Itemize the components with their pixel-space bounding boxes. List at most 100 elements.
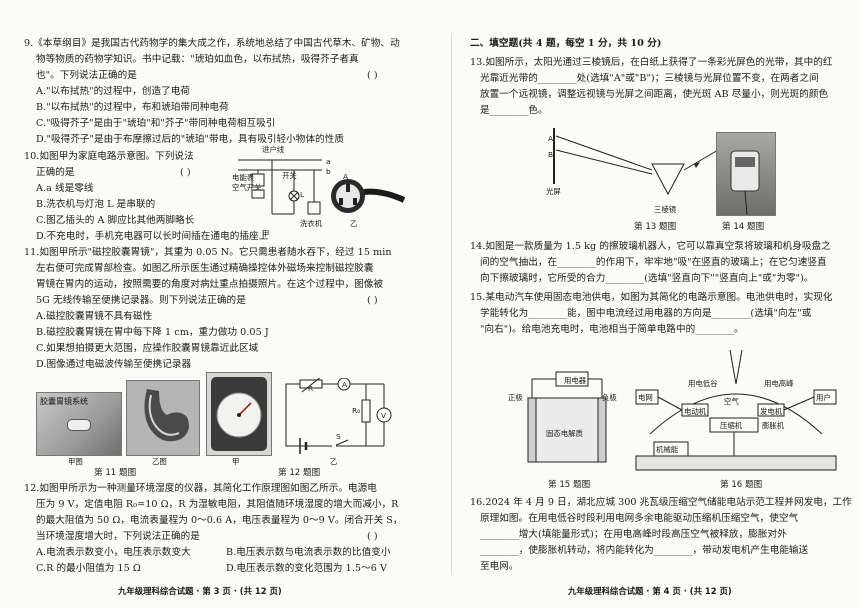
q9-option-b: B."以布拭热"的过程中，布和琥珀带同种电荷 [36, 102, 229, 113]
q12-label-voltmeter: V [381, 411, 387, 420]
q12-label-r0: R₀ [352, 406, 361, 415]
q11-caption-yi: 乙图 [152, 457, 167, 466]
q10-figure-circuit [238, 159, 322, 215]
left-column: 9.《本草纲目》是我国古代药物学的集大成之作，系统地总结了中国古代草木、矿物、动… [24, 38, 406, 596]
q10-line1: 10.如图甲为家庭电路示意图。下列说法 [24, 151, 194, 162]
q12-line4: 当环境湿度增大时，下列说法正确的是 [36, 531, 200, 542]
q12-label-ammeter: A [342, 380, 348, 389]
q15-label-positive: 正极 [508, 393, 523, 402]
q16-line3: ________增大(填能量形式)；在用电高峰时段高压空气被释放，膨胀对外 [480, 529, 787, 540]
q13-line2: 光靠近光带的________处(选填"A"或"B")；三棱镜与光屏位置不变，在两… [480, 73, 819, 84]
q10-label-plug-a: A [343, 172, 349, 181]
column-divider [451, 34, 452, 574]
section-title: 二、填空题(共 4 题，每空 1 分，共 10 分) [470, 38, 662, 49]
q15-line1: 15.某电动汽车使用固态电池供电，如图为其简化的电路示意图。电池供电时，实现化 [470, 292, 833, 303]
q11-option-c: C.如果想拍摄更大范围，应操作胶囊胃镜靠近此区域 [36, 343, 259, 354]
q16-line4: ________，使膨胀机转动，将内能转化为________，带动发电机产生电能… [480, 545, 809, 556]
q16-line2: 原理如图。在用电低谷时段利用电网多余电能驱动压缩机压缩空气，使空气 [480, 513, 799, 524]
q16-line1: 16.2024 年 4 月 9 日，湖北应城 300 兆瓦级压缩空气储能电站示范… [470, 497, 852, 508]
q11-caption-jia: 甲图 [68, 457, 83, 466]
q16-label-user: 用户 [816, 393, 831, 402]
q13-label-prism: 三棱镜 [654, 205, 677, 214]
q16-caption: 第 16 题图 [720, 480, 763, 490]
q11-option-d: D.图像通过电磁波传输至便携记录器 [36, 359, 192, 370]
q10-answer-paren: ( ) [180, 167, 191, 178]
q10-label-air-switch: 空气开关 [232, 183, 262, 192]
q12-option-c: C.R 的最小阻值为 15 Ω [36, 563, 141, 574]
q13-line3: 放置一个远视镜，调整远视镜与光屏之间距离，使光斑 AB 尽量小，则光斑的颜色 [480, 89, 829, 100]
q11-option-a: A.磁控胶囊胃镜不具有磁性 [36, 311, 153, 322]
q11-photo-stomach [126, 380, 200, 456]
q15-label-load: 用电器 [564, 376, 587, 385]
q13-label-b: B [548, 150, 554, 159]
q10-caption-yi: 乙 [350, 219, 358, 228]
q11-caption: 第 11 题图 [94, 468, 137, 478]
q10-option-a: A.a 线是零线 [36, 183, 94, 194]
q12-line2: 压为 9 V，定值电阻 R₀=10 Ω，R 为湿敏电阻，其阻值随环境湿度的增大而… [36, 499, 399, 510]
q16-label-motor: 电动机 [684, 407, 707, 416]
q9-answer-paren: ( ) [367, 70, 378, 81]
q9-option-c: C."吸得芥子"是由于"琥珀"和"芥子"带同种电荷相互吸引 [36, 118, 276, 129]
q11-option-b: B.磁控胶囊胃镜在胃中每下降 1 cm，重力做功 0.05 J [36, 327, 269, 338]
q14-line3: 向下擦玻璃时，它所受的合力________(选填"竖直向下""竖直向上"或"为零… [480, 273, 814, 284]
q9-line3: 也"。下列说法正确的是 [36, 70, 137, 81]
q10-label-meter: 电能表 [232, 173, 255, 182]
q13-line1: 13.如图所示，太阳光通过三棱镜后，在白纸上获得了一条彩光屏色的光带，其中的红 [470, 57, 833, 68]
q15-label-electrolyte: 固态电解质 [546, 429, 583, 438]
q10-label-b: b [326, 167, 331, 176]
q9-option-a: A."以布拭热"的过程中，创造了电荷 [36, 86, 191, 97]
q14-caption: 第 14 题图 [722, 222, 765, 232]
q10-option-d: D.不充电时，手机充电器可以长时间插在通电的插座上 [36, 231, 269, 242]
q11-line2: 左右便可完成胃部检查。如图乙所示医生通过精确操控体外磁场来控制磁控胶囊 [36, 263, 374, 274]
q11-line1: 11.如图甲所示"磁控胶囊胃镜"，其重为 0.05 N。它只需患者随水吞下，经过… [24, 247, 392, 258]
q12-option-a: A.电流表示数变小，电压表示数变大 [36, 547, 191, 558]
q15-figure-battery [527, 371, 607, 463]
q10-label-switch: 开关 [282, 171, 297, 180]
q16-label-expander: 膨胀机 [762, 421, 785, 430]
q11-photo-label: 胶囊胃镜系统 [40, 397, 88, 406]
q16-label-generator: 发电机 [760, 407, 783, 416]
footer-page3: 九年级理科综合试题 · 第 3 页 · (共 12 页) [118, 586, 282, 596]
q10-option-b: B.洗衣机与灯泡 L 是串联的 [36, 199, 156, 210]
q11-photo-capsule: 胶囊胃镜系统 [36, 392, 122, 456]
q10-caption-jia: 甲 [262, 229, 270, 238]
q12-photo-hygrometer [206, 372, 272, 456]
q9-option-d: D."吸得芥子"是由于布摩擦过后的"琥珀"带电，具有吸引轻小物体的性质 [36, 134, 345, 145]
q12-label-switch: S [336, 432, 341, 441]
q16-label-grid: 电网 [638, 393, 653, 402]
q13-line4: 是________色。 [480, 105, 548, 116]
q15-caption: 第 15 题图 [548, 480, 591, 490]
q13-figure-prism [553, 128, 719, 196]
q15-line2: 学能转化为________能，图中电流经过用电器的方向是________(选填"… [480, 308, 812, 319]
capsule-icon [67, 419, 91, 431]
q9-line1: 9.《本草纲目》是我国古代药物学的集大成之作，系统地总结了中国古代草木、矿物、动 [24, 38, 400, 49]
q16-figure-storage [635, 349, 837, 471]
q13-label-a: A [548, 134, 554, 143]
q10-option-c: C.图乙插头的 A 脚应比其他两脚略长 [36, 215, 195, 226]
q11-answer-paren: ( ) [367, 295, 378, 306]
q16-label-air: 空气 [724, 397, 739, 406]
q13-label-screen: 光屏 [546, 187, 561, 196]
q10-label-washer: 洗衣机 [300, 219, 323, 228]
q12-figure-circuit [285, 378, 392, 454]
q16-label-peak: 用电高峰 [764, 379, 794, 388]
q12-caption: 第 12 题图 [278, 468, 321, 478]
q12-label-r: R [308, 384, 314, 393]
q15-label-negative: 负极 [602, 393, 617, 402]
q12-option-d: D.电压表示数的变化范围为 1.5～6 V [226, 563, 387, 574]
q11-line3: 胃镜在胃内的运动，按照需要的角度对病灶重点拍摄照片。在这个过程中，图像被 [36, 279, 384, 290]
q12-line3: 的最大阻值为 50 Ω，电流表量程为 0～0.6 A，电压表量程为 0～9 V。… [36, 515, 403, 526]
q14-photo-robot [716, 132, 776, 216]
q11-line4: 5G 无线传输至便携记录器。则下列说法正确的是 [36, 295, 246, 306]
q14-line1: 14.如图是一款质量为 1.5 kg 的擦玻璃机器人，它可以靠真空泵将玻璃和机身… [470, 241, 831, 252]
q10-figure-plug [331, 179, 406, 213]
q12-line1: 12.如图甲所示为一种测量环境湿度的仪器，其简化工作原理图如图乙所示。电源电 [24, 483, 377, 494]
stomach-icon [144, 389, 189, 442]
q16-label-mechanical: 机械能 [656, 445, 679, 454]
q12-caption-jia: 甲 [232, 457, 240, 466]
q12-caption-yi: 乙 [330, 457, 338, 466]
footer-page4: 九年级理科综合试题 · 第 4 页 · (共 12 页) [568, 586, 732, 596]
window-robot-icon [730, 150, 760, 215]
q16-label-compressor: 压缩机 [720, 421, 743, 430]
